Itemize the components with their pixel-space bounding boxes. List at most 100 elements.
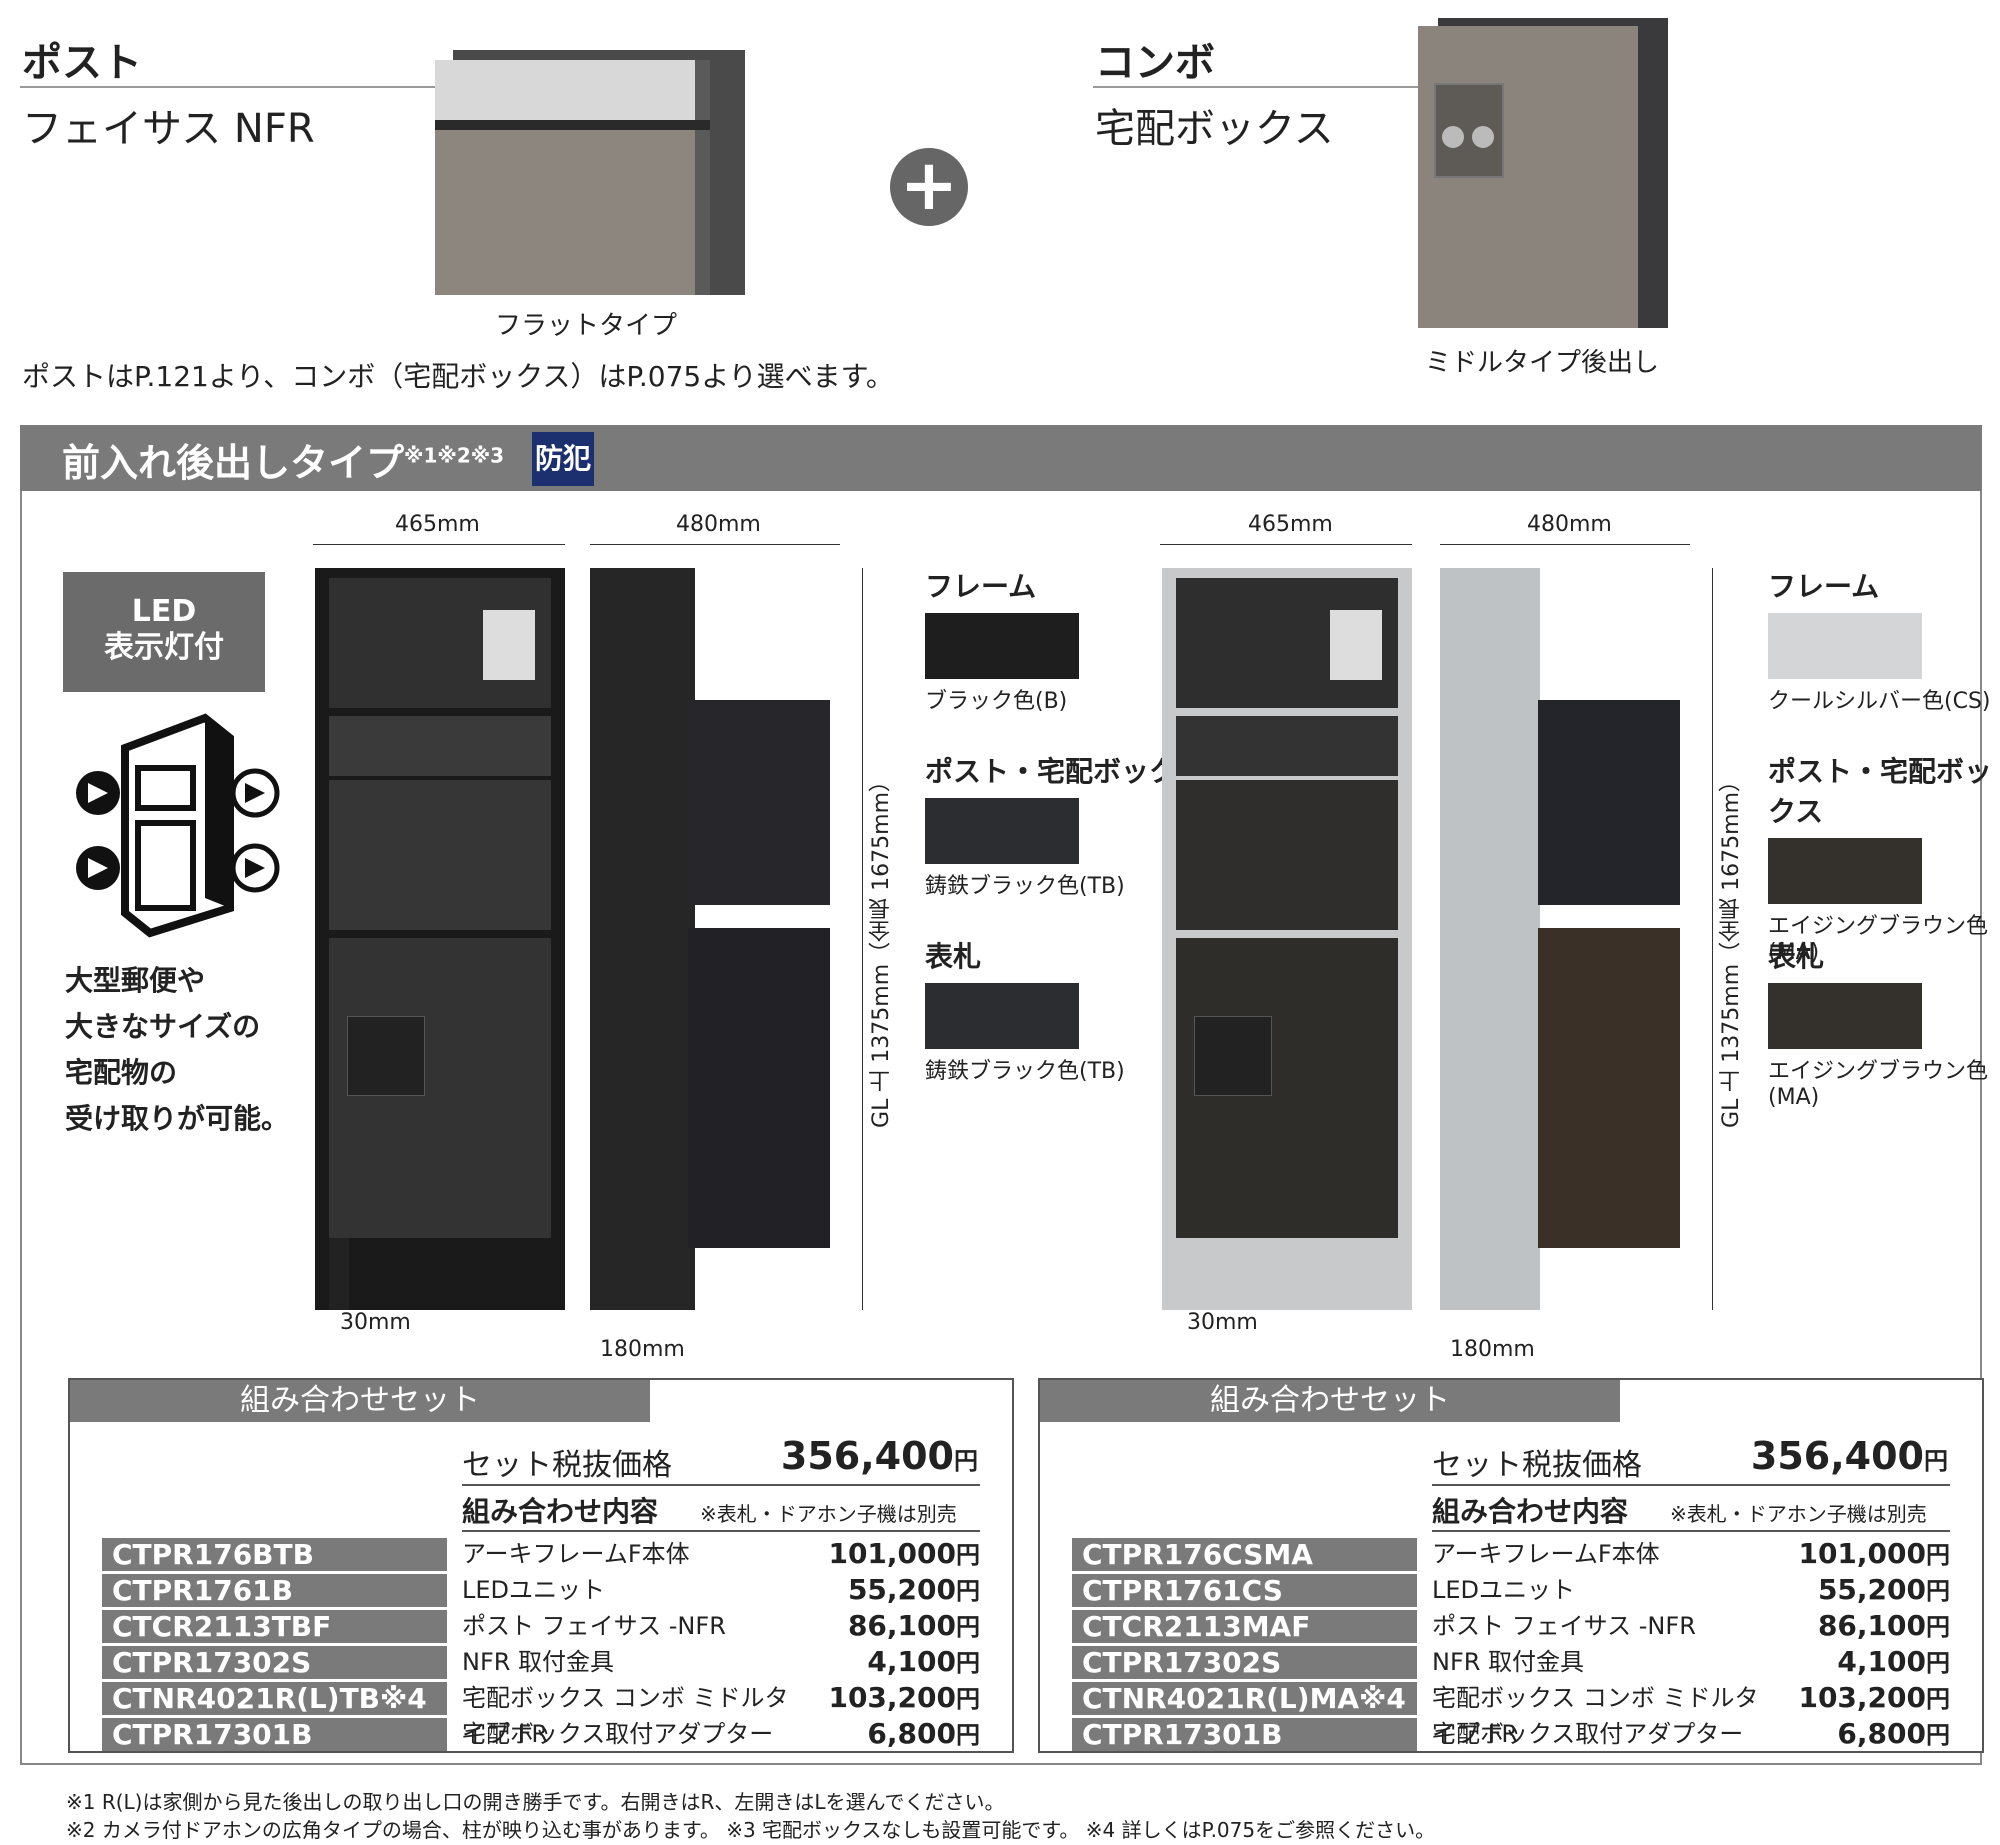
item-name: 宅配ボックス コンボ ミドルタイプ FR: [1432, 1684, 1759, 1748]
dim-front-width: 465mm: [395, 512, 480, 537]
code-list: CTPR176BTB CTPR1761B CTCR2113TBF CTPR173…: [102, 1538, 447, 1751]
unit-side-black-post: [688, 700, 830, 905]
led-badge: LED 表示灯付: [63, 572, 265, 692]
product-code: CTPR176CSMA: [1072, 1538, 1417, 1571]
dim-line: [862, 568, 863, 1310]
item-name: ポスト フェイサス -NFR: [1432, 1612, 1696, 1640]
contents-label: 組み合わせ内容: [462, 1495, 659, 1528]
combo-name: 宅配ボックス: [1095, 106, 1334, 152]
dim-line: [1712, 568, 1713, 1310]
product-code: CTPR1761B: [102, 1574, 447, 1607]
unit-side-silver-box: [1538, 928, 1680, 1248]
unit-side-silver-post: [1538, 700, 1680, 905]
swatch-group-post: ポスト・宅配ボックス 鋳鉄ブラック色(TB): [925, 755, 1205, 899]
item-name: NFR 取付金具: [462, 1648, 615, 1676]
item-name: NFR 取付金具: [1432, 1648, 1585, 1676]
item-name: 宅配ボックス コンボ ミドルタイプ FR: [462, 1684, 789, 1748]
footnote-2: ※2 カメラ付ドアホンの広角タイプの場合、柱が映り込む事があります。 ※3 宅配…: [66, 1818, 1436, 1842]
section-footnote-refs: ※1※2※3: [404, 443, 505, 468]
swatch-group-frame: フレーム ブラック色(B): [925, 565, 1079, 715]
code-list: CTPR176CSMA CTPR1761CS CTCR2113MAF CTPR1…: [1072, 1538, 1417, 1751]
swatch-group-post: ポスト・宅配ボックス エイジングブラウン色(MA): [1768, 755, 1993, 965]
item-price: 101,000円: [828, 1537, 980, 1570]
divider: [1093, 86, 1423, 88]
contents-label: 組み合わせ内容: [1432, 1495, 1629, 1528]
post-category: ポスト: [22, 40, 142, 86]
dim-leg: 30mm: [340, 1310, 411, 1335]
dim-line: [590, 544, 840, 545]
product-code: CTPR17302S: [102, 1646, 447, 1679]
swatch-frame: [1768, 613, 1922, 679]
unit-front-silver: [1162, 568, 1412, 1310]
unit-side-black-pillar: [590, 568, 695, 1310]
divider: [1432, 1530, 1950, 1532]
set-box-black: 組み合わせセット セット税抜価格 356,400円 組み合わせ内容 ※表札・ドア…: [68, 1378, 1014, 1753]
dim-leg: 30mm: [1187, 1310, 1258, 1335]
product-code: CTNR4021R(L)TB※4: [102, 1682, 447, 1715]
footnote-1: ※1 R(L)は家側から見た後出しの取り出し口の開き勝手です。右開きはR、左開き…: [66, 1790, 1005, 1814]
front-in-back-out-icon: [76, 713, 280, 938]
section-header: [20, 425, 1982, 491]
item-price: 4,100円: [867, 1645, 980, 1678]
item-price: 103,200円: [1798, 1681, 1950, 1714]
price-label: セット税抜価格: [462, 1448, 672, 1483]
unit-side-silver-pillar: [1440, 568, 1540, 1310]
security-badge: 防犯: [532, 432, 594, 486]
product-code: CTNR4021R(L)MA※4: [1072, 1682, 1417, 1715]
item-name: アーキフレームF本体: [1432, 1540, 1660, 1568]
item-price: 6,800円: [867, 1717, 980, 1750]
feature-text: 大型郵便や 大きなサイズの 宅配物の 受け取りが可能。: [65, 964, 290, 1135]
swatch-group-frame: フレーム クールシルバー色(CS): [1768, 570, 1991, 714]
combo-image: [1418, 18, 1668, 328]
product-code: CTPR1761CS: [1072, 1574, 1417, 1607]
item-price: 55,200円: [1817, 1573, 1950, 1606]
dim-side-width: 480mm: [1527, 512, 1612, 537]
product-code: CTPR17301B: [102, 1718, 447, 1751]
item-price: 55,200円: [847, 1573, 980, 1606]
swatch-nameplate: [925, 983, 1079, 1049]
post-name: フェイサス NFR: [22, 106, 315, 152]
swatch-post: [925, 798, 1079, 864]
dim-line: [1440, 544, 1690, 545]
set-box-silver: 組み合わせセット セット税抜価格 356,400円 組み合わせ内容 ※表札・ドア…: [1038, 1378, 1984, 1753]
item-price: 6,800円: [1837, 1717, 1950, 1750]
combo-caption: ミドルタイプ後出し: [1425, 348, 1660, 378]
dim-side-width: 480mm: [676, 512, 761, 537]
item-price-list: 101,000円 55,200円 86,100円 4,100円 103,200円…: [1785, 1536, 1950, 1752]
item-price: 101,000円: [1798, 1537, 1950, 1570]
post-caption: フラットタイプ: [495, 311, 678, 341]
dim-line: [1160, 544, 1412, 545]
dim-depth: 180mm: [1450, 1337, 1535, 1362]
item-price: 86,100円: [847, 1609, 980, 1642]
product-code: CTCR2113TBF: [102, 1610, 447, 1643]
item-name: 宅配ボックス取付アダプター: [462, 1720, 774, 1748]
product-code: CTPR176BTB: [102, 1538, 447, 1571]
divider: [1432, 1484, 1950, 1486]
price-label: セット税抜価格: [1432, 1448, 1642, 1483]
plus-icon: +: [890, 148, 968, 226]
divider: [462, 1484, 980, 1486]
dim-height: GL 上 1375mm（全長 1675mm）: [869, 770, 894, 1128]
dim-line: [313, 544, 565, 545]
contents-note: ※表札・ドアホン子機は別売: [1670, 1502, 1927, 1526]
item-price-list: 101,000円 55,200円 86,100円 4,100円 103,200円…: [815, 1536, 980, 1752]
item-name: LEDユニット: [462, 1576, 606, 1604]
item-name: ポスト フェイサス -NFR: [462, 1612, 726, 1640]
selection-note: ポストはP.121より、コンボ（宅配ボックス）はP.075より選べます。: [22, 360, 894, 393]
item-price: 86,100円: [1817, 1609, 1950, 1642]
item-name: 宅配ボックス取付アダプター: [1432, 1720, 1744, 1748]
set-tab: 組み合わせセット: [1040, 1380, 1620, 1422]
set-tab: 組み合わせセット: [70, 1380, 650, 1422]
product-code: CTCR2113MAF: [1072, 1610, 1417, 1643]
product-code: CTPR17302S: [1072, 1646, 1417, 1679]
divider: [20, 86, 440, 88]
contents-note: ※表札・ドアホン子機は別売: [700, 1502, 957, 1526]
item-name: アーキフレームF本体: [462, 1540, 690, 1568]
swatch-group-nameplate: 表札 鋳鉄ブラック色(TB): [925, 940, 1125, 1084]
unit-side-black-box: [688, 928, 830, 1248]
set-price: 356,400円: [1750, 1434, 1948, 1478]
swatch-post: [1768, 838, 1922, 904]
divider: [462, 1530, 980, 1532]
dim-depth: 180mm: [600, 1337, 685, 1362]
product-code: CTPR17301B: [1072, 1718, 1417, 1751]
